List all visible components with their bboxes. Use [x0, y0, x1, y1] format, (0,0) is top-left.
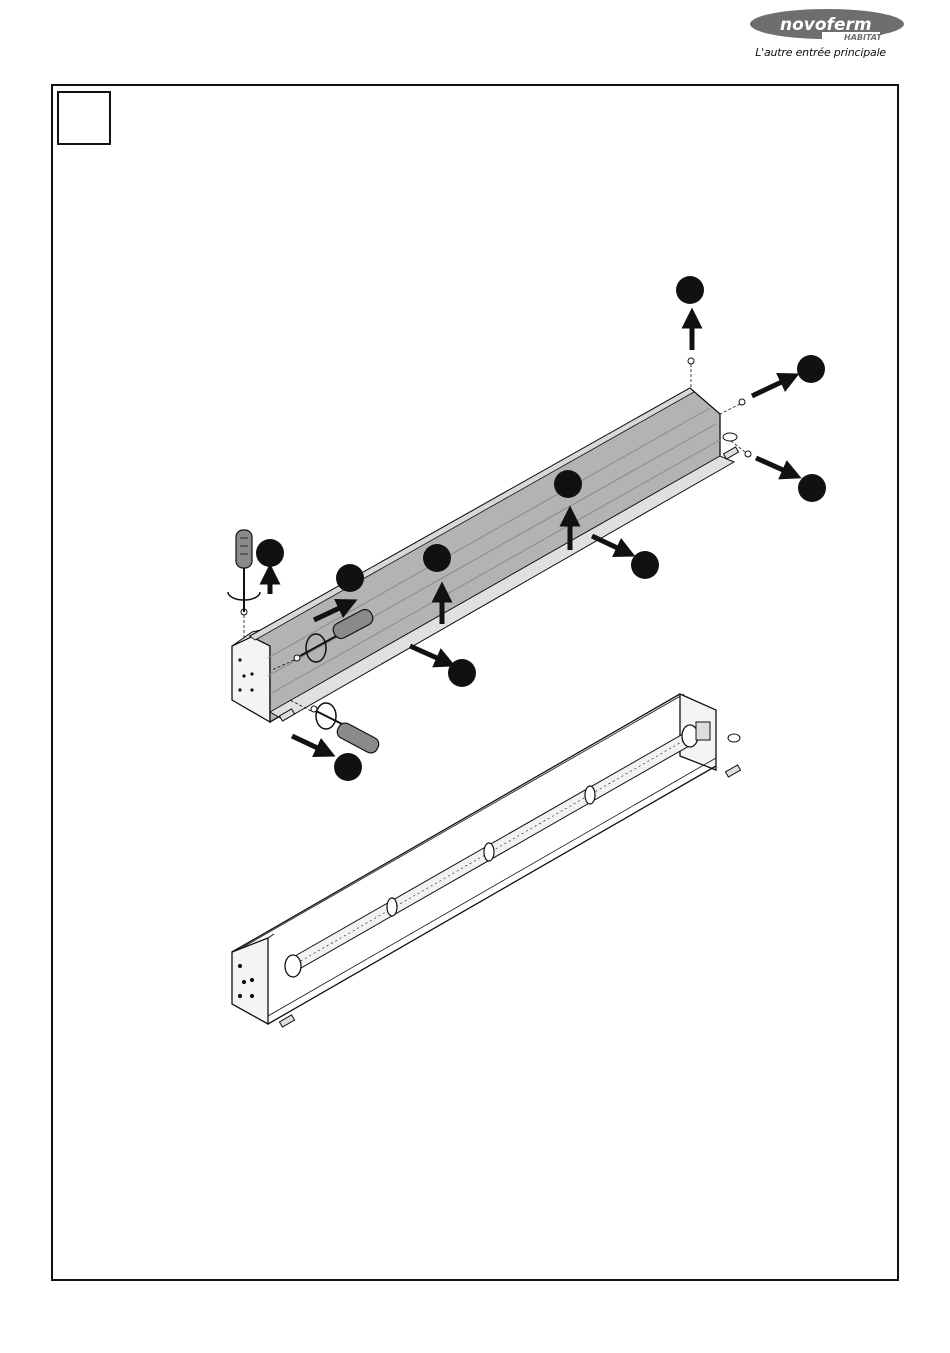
badge — [423, 544, 451, 572]
badge — [797, 355, 825, 383]
screwdriver-icon — [228, 530, 260, 612]
badge — [334, 753, 362, 781]
badge — [631, 551, 659, 579]
screwdriver-icon — [316, 703, 381, 755]
badge — [448, 659, 476, 687]
badge — [336, 564, 364, 592]
badge — [798, 474, 826, 502]
badge — [554, 470, 582, 498]
badge — [676, 276, 704, 304]
roller-box-closed — [232, 358, 751, 722]
badge — [256, 539, 284, 567]
